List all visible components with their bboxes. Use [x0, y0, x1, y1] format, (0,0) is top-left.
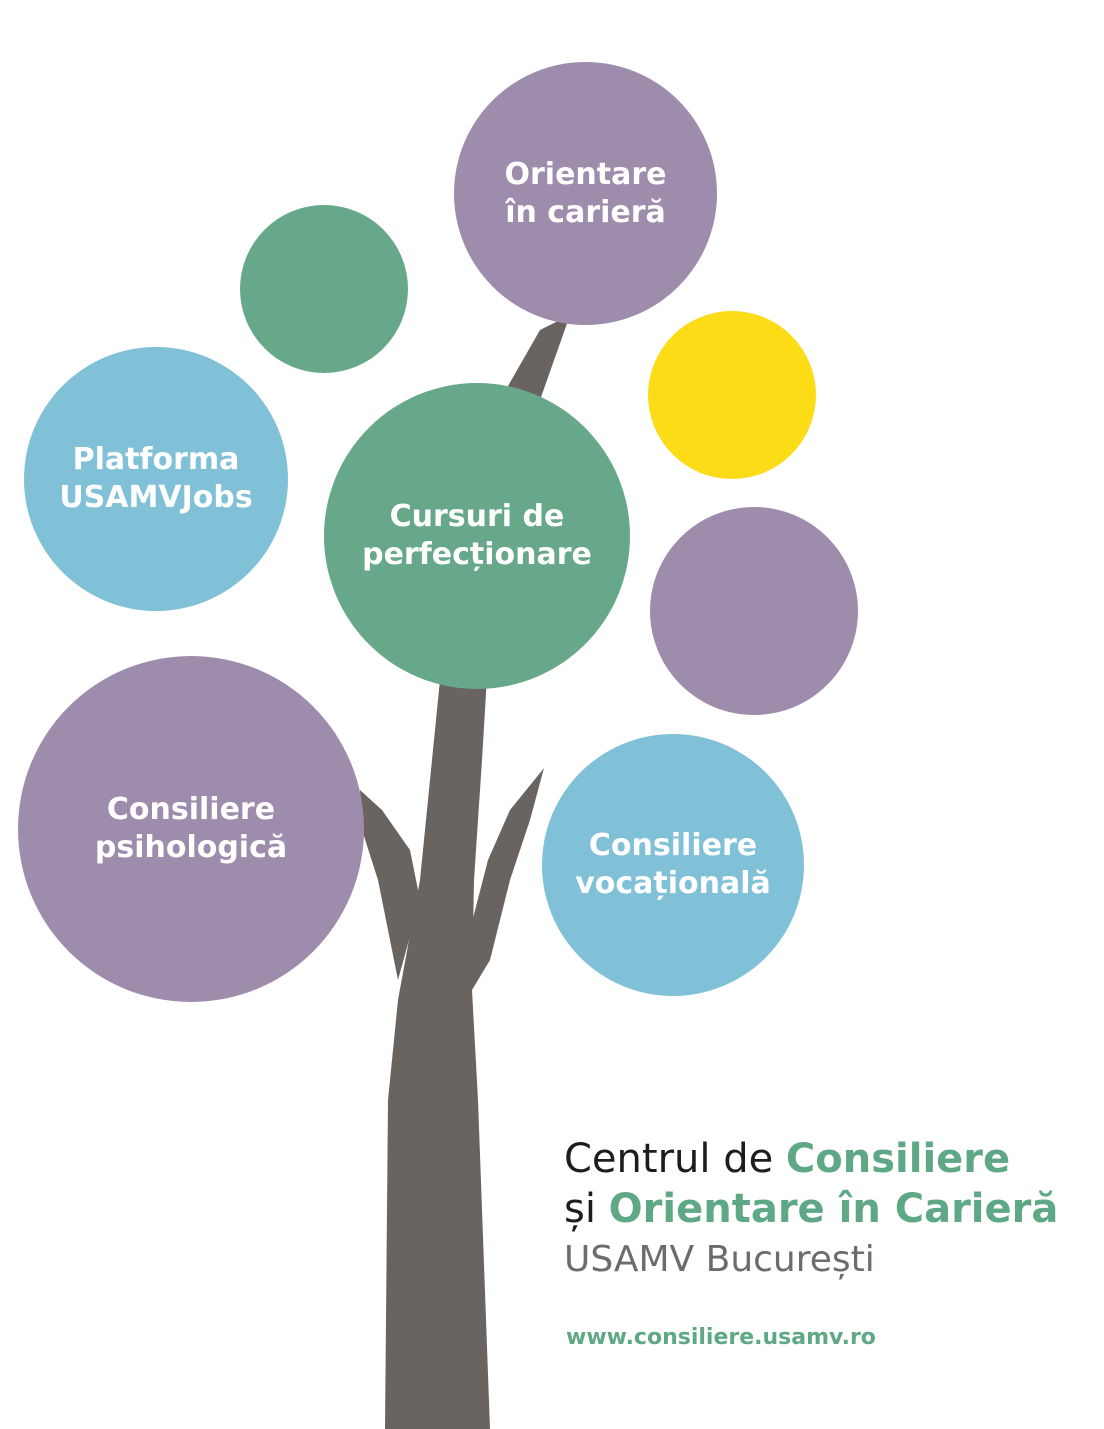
circle-green-small — [240, 205, 408, 373]
circle-psihologica-line1: Consiliere — [106, 792, 276, 827]
circle-platforma: Platforma USAMVJobs — [24, 347, 288, 611]
trunk-main — [385, 660, 490, 1429]
circle-platforma-line1: Platforma — [72, 442, 240, 477]
circle-vocationala-line1: Consiliere — [588, 828, 758, 863]
circle-cursuri: Cursuri de perfecționare — [324, 383, 630, 689]
heading-part1-accent: Consiliere — [785, 1136, 1011, 1182]
circle-cursuri-line1: Cursuri de — [389, 499, 565, 534]
heading-part2-accent: Orientare în Carieră — [608, 1186, 1059, 1232]
circle-orientare: Orientare în carieră — [454, 62, 717, 325]
circle-purple-right — [650, 507, 858, 715]
heading-line-1: Centrul de Consiliere — [564, 1134, 1058, 1184]
branch-right — [470, 768, 544, 990]
heading-subtitle: USAMV București — [564, 1239, 875, 1280]
heading-line-2: și Orientare în Carieră — [564, 1184, 1058, 1234]
circle-psihologica-line2: psihologică — [94, 830, 288, 865]
branch-left — [360, 790, 420, 980]
circle-cursuri-line2: perfecționare — [362, 537, 592, 572]
center-heading: Centrul de Consiliere și Orientare în Ca… — [564, 1134, 1058, 1286]
circle-vocationala-line2: vocațională — [575, 866, 771, 901]
circle-orientare-line1: Orientare — [504, 156, 667, 192]
circle-psihologica: Consiliere psihologică — [18, 656, 364, 1002]
website-link[interactable]: www.consiliere.usamv.ro — [566, 1325, 876, 1350]
heading-part1: Centrul de — [564, 1136, 786, 1182]
circle-platforma-line2: USAMVJobs — [59, 480, 253, 515]
circle-yellow — [648, 311, 816, 479]
circle-vocationala: Consiliere vocațională — [542, 734, 804, 996]
circle-orientare-line2: în carieră — [505, 194, 666, 230]
heading-part2: și — [564, 1186, 609, 1232]
